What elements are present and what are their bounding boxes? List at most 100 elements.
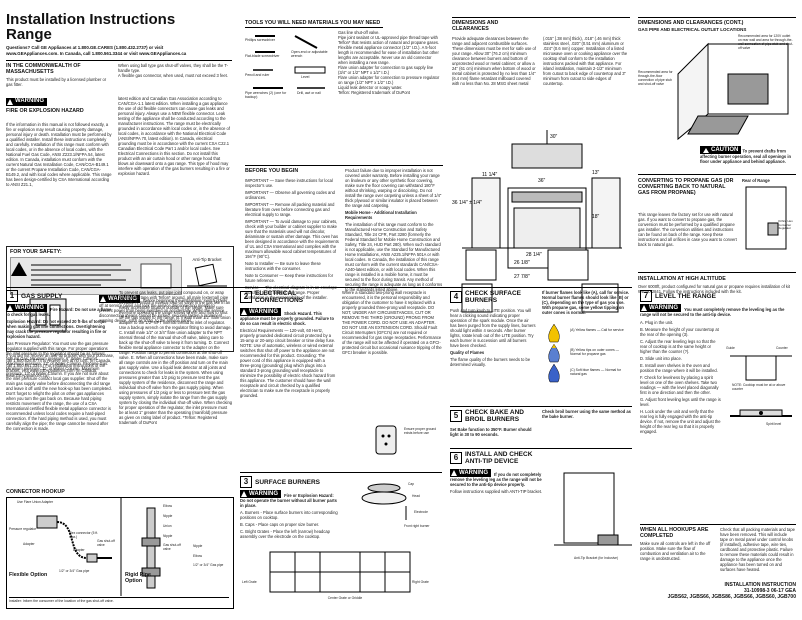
rear-of-range-diagram: Rear of Range Orifice Hex Converter Regu…	[742, 178, 798, 258]
plug-icon	[375, 425, 397, 455]
connector-icon-group	[36, 498, 161, 596]
safety-footer: If you did not receive an anti-tip brack…	[6, 353, 115, 378]
caution-box: CAUTION To prevent drafts from affecting…	[700, 146, 791, 164]
mass-item: A flexible gas connector, when used, mus…	[118, 73, 228, 78]
safety-box: FOR YOUR SAFETY: Anti-Tip Bracket WARNIN…	[6, 246, 234, 352]
flame-caption: (A) Yellow flames — Call for service	[570, 328, 624, 332]
tools-icon-group	[253, 35, 326, 89]
altitude-title: INSTALLATION AT HIGH ALTITUDE	[638, 276, 726, 282]
clearance-note: Recommended area for through-the-floor c…	[638, 70, 673, 86]
tipover-warning-icon	[11, 262, 172, 289]
dim-label: 36"	[538, 178, 546, 184]
anti-tip-icon	[554, 472, 632, 546]
dim-label: 36 1/4" ± 1/4"	[452, 200, 482, 206]
page-title: Installation Instructions Range	[6, 11, 176, 43]
warning-triangle-icon	[641, 305, 647, 311]
dim-label: 28 1/4"	[526, 252, 542, 258]
dim-label: 30"	[550, 134, 558, 140]
materials-list: Gas line shut-off valve. Pipe joint seal…	[338, 30, 442, 95]
material-item: Gas line shut-off valve.	[338, 30, 380, 35]
flame-illustrations: (A) Yellow flames — Call for service (B)…	[542, 323, 632, 384]
mass-item: When using ball type gas shut-off valves…	[118, 63, 228, 73]
dim-label: 18"	[592, 214, 600, 220]
connector-note: Installer: Inform the consumer of the lo…	[9, 597, 229, 604]
burner-icon	[361, 483, 407, 520]
flexible-option: Flexible Option	[9, 572, 48, 578]
warning-badge: WARNING	[640, 304, 681, 312]
level-step: A. Plug in the unit.	[640, 320, 674, 325]
warning-triangle-icon	[7, 305, 13, 311]
fire-warning-section: WARNING FIRE OR EXPLOSION HAZARD If the …	[6, 96, 232, 187]
converting-title: CONVERTING TO PROPANE GAS (OR CONVERTING…	[638, 178, 734, 196]
before-item: Note to Installer — Be sure to leave the…	[245, 261, 321, 271]
completed-title: WHEN ALL HOOKUPS ARE COMPLETED	[640, 527, 709, 539]
dim-label: 27 7/8"	[514, 274, 530, 280]
warning-badge: WARNING	[240, 490, 281, 498]
completed-col2: Check that all packing materials and tap…	[720, 527, 795, 572]
fire-text-2: latest edition and Canadian Gas Associat…	[118, 96, 230, 176]
connector-title: CONNECTOR HOOKUP	[6, 489, 65, 495]
connector-diagram: Use Flare Union Adapter Pressure regulat…	[6, 497, 234, 609]
tool-label: Phillips screwdriver	[245, 38, 275, 42]
dim-label: 13"	[592, 170, 600, 176]
material-item: Liquid leak detector or soapy water.	[338, 85, 403, 90]
altitude-text: Over 6000ft, product configured for natu…	[638, 284, 791, 294]
material-item: Flare union adapter for connection to ga…	[338, 65, 434, 75]
safety-text: Before beginning the installation, switc…	[99, 298, 228, 323]
tools-title: TOOLS YOU WILL NEED MATERIALS YOU MAY NE…	[245, 20, 381, 26]
level-icon-group	[730, 355, 792, 417]
range-tipping-icon	[187, 263, 227, 287]
flame-caption: (C) Soft blue flames — Normal for natura…	[570, 368, 622, 376]
anti-tip-diagram: Anti-Tip Bracket (for Inclusive)	[554, 465, 632, 575]
massachusetts-section: IN THE COMMONWEALTH OF MASSACHUSETTS Thi…	[6, 63, 228, 87]
converting-text: This range leaves the factory set for us…	[638, 212, 737, 247]
before-item: IMPORTANT — Save these instructions for …	[245, 178, 333, 188]
warning-triangle-icon	[100, 296, 106, 302]
grate-icon	[269, 551, 411, 593]
warning-badge: WARNING	[6, 98, 47, 106]
level-step: C. Adjust the rear leveling legs so that…	[640, 339, 716, 354]
fire-title: FIRE OR EXPLOSION HAZARD	[6, 108, 84, 115]
fire-text-1: If the information in this manual is not…	[6, 122, 112, 187]
tool-label: Pencil and ruler	[245, 73, 270, 77]
tool-label: Flat-blade screwdriver	[245, 54, 280, 58]
before-item: Note to Consumer — Keep these instructio…	[245, 273, 334, 283]
dim-label: 26 1/8"	[514, 260, 530, 266]
level-step: E. Install oven shelves in the oven and …	[640, 363, 718, 373]
tools-illustrations: Phillips screwdriver Flat-blade screwdri…	[245, 30, 337, 110]
mass-item: This product must be installed by a lice…	[6, 77, 107, 87]
before-item: IMPORTANT — To avoid damage to your cabi…	[245, 219, 339, 259]
completed-text: Make sure all controls are left in the o…	[640, 541, 711, 561]
before-title: BEFORE YOU BEGIN	[245, 168, 299, 174]
document-footer: INSTALLATION INSTRUCTION 31-10998-3 06-1…	[667, 582, 796, 600]
tool-label: Drill, awl or nail	[297, 91, 321, 95]
tool-label: Open-end or adjustable wrench	[291, 50, 328, 58]
before-col2: Product failure due to improper installa…	[345, 168, 443, 292]
warning-triangle-icon	[241, 491, 247, 497]
warning-triangle-icon	[7, 99, 13, 105]
caution-badge: CAUTION	[700, 146, 742, 154]
warning-badge: WARNING	[240, 308, 281, 316]
burner-diagram: Cap Head Electrode Front right burner	[344, 476, 442, 536]
flame-icon-group	[548, 323, 560, 383]
warning-badge: WARNING	[450, 469, 491, 477]
material-item: Flare union adapter for connection to pr…	[338, 75, 440, 85]
pipe-location-icon	[677, 42, 789, 141]
warning-triangle-icon	[451, 470, 457, 476]
flame-caption: (B) Yellow tips on outer cones — Normal …	[570, 348, 620, 356]
tool-label: Pipe wrenches (2) (one for backup)	[245, 91, 287, 99]
level-step: D. Slide unit into place.	[640, 356, 682, 361]
clearances-subtitle: GAS PIPE AND ELECTRICAL OUTLET LOCATIONS	[638, 27, 747, 32]
level-step: H. Lock under the unit and verify that t…	[640, 409, 721, 434]
questions-line: Questions? Call GE Appliances at 1.800.G…	[6, 45, 187, 56]
warning-badge: WARNING	[99, 295, 140, 303]
dim-label: 11 1/4"	[482, 172, 498, 178]
warning-badge: WARNING	[6, 304, 47, 312]
material-item: Pipe joint sealant or UL-approved pipe t…	[338, 35, 440, 45]
range-outline-icon: 30" 36" 13" 11 1/4" 36 1/4" ± 1/4" 27 7/…	[452, 130, 622, 313]
